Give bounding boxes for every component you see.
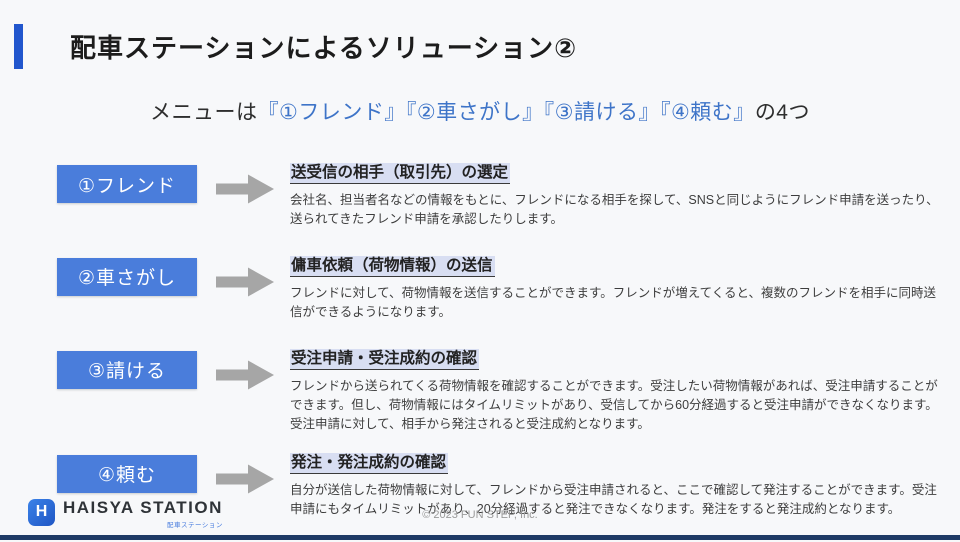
menu-label-accept: ③請ける	[57, 350, 197, 389]
menu-row-accept: ③請ける 受注申請・受注成約の確認 フレンドから送られてくる荷物情報を確認するこ…	[57, 346, 945, 435]
menu-description-friend: 送受信の相手（取引先）の選定 会社名、担当者名などの情報をもとに、フレンドになる…	[290, 160, 945, 230]
subtitle-menu-names: 『①フレンド』『②車さがし』『③請ける』『④頼む』	[257, 101, 755, 124]
logo-text-block: HAISYA STATION 配車ステーション	[63, 498, 223, 529]
menu-label-request: ④頼む	[57, 454, 197, 493]
logo-h-icon: H	[28, 498, 55, 526]
right-arrow-icon	[216, 464, 274, 494]
bottom-accent-bar	[0, 535, 960, 540]
section-heading-text: 傭車依頼（荷物情報）の送信	[290, 255, 495, 277]
menu-row-friend: ①フレンド 送受信の相手（取引先）の選定 会社名、担当者名などの情報をもとに、フ…	[57, 160, 945, 230]
section-heading-text: 送受信の相手（取引先）の選定	[290, 163, 511, 184]
section-heading-text: 発注・発注成約の確認	[290, 452, 449, 474]
menu-label-carsearch: ②車さがし	[57, 257, 197, 296]
slide-subtitle: メニューは『①フレンド』『②車さがし』『③請ける』『④頼む』の4つ	[0, 96, 960, 126]
right-arrow-icon	[216, 267, 274, 297]
section-heading: 受注申請・受注成約の確認	[290, 346, 945, 370]
section-body: フレンドから送られてくる荷物情報を確認することができます。受注したい荷物情報があ…	[290, 378, 938, 432]
logo-wordmark: HAISYA STATION	[63, 497, 223, 517]
menu-row-carsearch: ②車さがし 傭車依頼（荷物情報）の送信 フレンドに対して、荷物情報を送信すること…	[57, 253, 945, 323]
subtitle-prefix: メニューは	[150, 101, 258, 124]
section-heading: 送受信の相手（取引先）の選定	[290, 160, 945, 184]
section-heading: 傭車依頼（荷物情報）の送信	[290, 253, 945, 277]
menu-description-request: 発注・発注成約の確認 自分が送信した荷物情報に対して、フレンドから受注申請される…	[290, 450, 945, 520]
slide-header: 配車ステーションによるソリューション②	[14, 24, 577, 69]
menu-rows: ①フレンド 送受信の相手（取引先）の選定 会社名、担当者名などの情報をもとに、フ…	[57, 160, 945, 542]
slide-title: 配車ステーションによるソリューション②	[70, 33, 578, 63]
right-arrow-icon	[216, 360, 274, 390]
subtitle-suffix: の4つ	[754, 101, 810, 124]
copyright-text: © 2023 FUN STEP, Inc.	[422, 509, 538, 521]
section-heading-text: 受注申請・受注成約の確認	[290, 348, 480, 370]
slide-footer: H HAISYA STATION 配車ステーション © 2023 FUN STE…	[0, 493, 960, 535]
menu-label-friend: ①フレンド	[57, 165, 197, 203]
haisya-station-logo: H HAISYA STATION 配車ステーション	[28, 498, 223, 529]
section-body: 自分が送信した荷物情報に対して、フレンドから受注申請されると、ここで確認して発注…	[290, 482, 937, 516]
section-body: 会社名、担当者名などの情報をもとに、フレンドになる相手を探して、SNSと同じよう…	[290, 193, 939, 227]
menu-row-request: ④頼む 発注・発注成約の確認 自分が送信した荷物情報に対して、フレンドから受注申…	[57, 450, 945, 520]
section-body: フレンドに対して、荷物情報を送信することができます。フレンドが増えてくると、複数…	[290, 285, 937, 320]
logo-japanese-subtext: 配車ステーション	[166, 522, 223, 529]
right-arrow-icon	[216, 174, 274, 204]
section-heading: 発注・発注成約の確認	[290, 450, 945, 474]
menu-description-carsearch: 傭車依頼（荷物情報）の送信 フレンドに対して、荷物情報を送信することができます。…	[290, 253, 945, 323]
menu-description-accept: 受注申請・受注成約の確認 フレンドから送られてくる荷物情報を確認することができま…	[290, 346, 945, 435]
title-accent-bar	[14, 24, 23, 69]
